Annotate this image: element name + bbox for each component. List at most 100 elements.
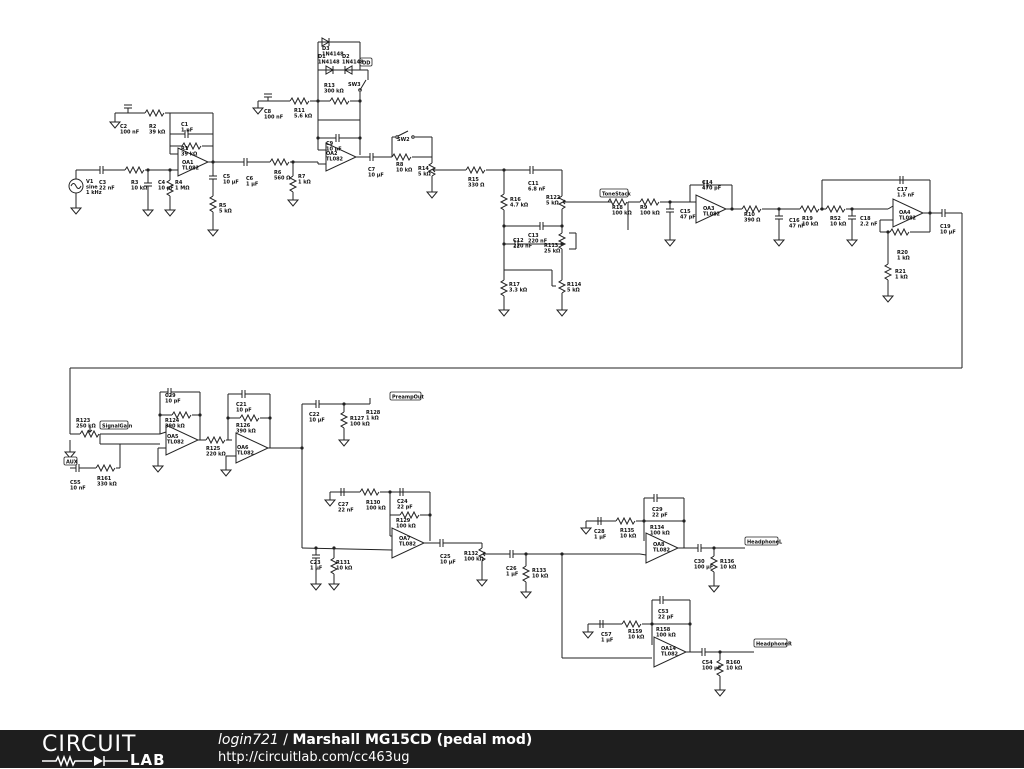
- resistor-diode-logo-icon: [42, 755, 128, 767]
- oa5-opamp: [165, 424, 200, 456]
- oa1-opamp: [177, 147, 210, 177]
- stage-signalgain: [64, 388, 371, 548]
- stage-input: [68, 104, 318, 237]
- net-label-headphoner: HeadphoneR: [753, 638, 792, 648]
- svg-text:HeadphoneR: HeadphoneR: [756, 642, 792, 648]
- net-label-preampout: PreampOut: [389, 391, 424, 401]
- oa7-opamp: [391, 527, 426, 559]
- net-label-tonestack: ToneStack: [599, 188, 631, 198]
- net-label-signalgain: SignalGain: [99, 420, 133, 430]
- svg-text:SignalGain: SignalGain: [102, 424, 133, 430]
- circuit-url[interactable]: http://circuitlab.com/cc463ug: [218, 750, 410, 765]
- svg-text:AUX: AUX: [66, 460, 78, 466]
- stage-headphone-r: [582, 596, 754, 697]
- label-sw2: SW2: [397, 137, 410, 143]
- sw3-switch: [359, 79, 367, 91]
- logo-text-lab: LAB: [130, 751, 166, 769]
- oa8-opamp: [645, 532, 680, 564]
- net-label-aux: AUX: [63, 456, 78, 466]
- oa4-opamp: [892, 198, 925, 228]
- author-link[interactable]: login721: [218, 732, 279, 748]
- stage-tonestack: [465, 165, 612, 317]
- title-separator: /: [278, 732, 293, 748]
- label-sw3: SW3: [348, 82, 361, 88]
- net-label-headphonel: HeadphoneL: [744, 536, 783, 546]
- circuitlab-logo[interactable]: CIRCUIT LAB: [42, 732, 182, 769]
- d1-diode: [325, 65, 335, 75]
- svg-text:HeadphoneL: HeadphoneL: [747, 540, 783, 546]
- d2-diode: [343, 65, 353, 75]
- oa14-opamp: [653, 636, 688, 668]
- stage-headphone-l: [580, 494, 745, 593]
- stage-oa7: [301, 487, 652, 659]
- logo-text-circuit: CIRCUIT: [42, 732, 137, 757]
- footer-bar: CIRCUIT LAB login721 / Marshall MG15CD (…: [0, 730, 1024, 769]
- svg-text:OD: OD: [362, 61, 370, 67]
